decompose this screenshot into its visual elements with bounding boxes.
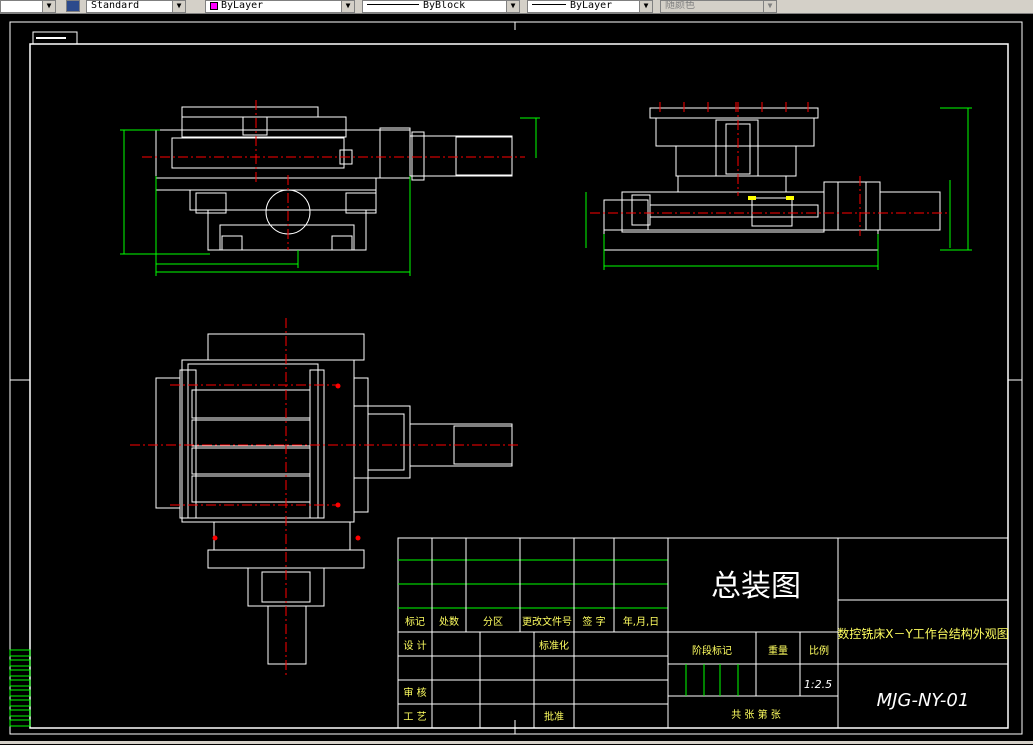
side-view [603,107,941,251]
header-label-sign: 签 字 [582,615,605,628]
color-value: ByLayer [221,0,264,11]
chevron-down-icon[interactable]: ▼ [763,1,776,12]
front-view-centerlines [142,100,525,250]
drawing-title: 总装图 [711,569,801,604]
lineweight-select[interactable]: ByLayer ▼ [527,0,653,13]
stage-mark-label: 阶段标记 [692,644,732,657]
lineweight-preview [532,3,566,5]
title-block [397,537,1009,729]
chevron-down-icon[interactable]: ▼ [639,1,652,12]
side-view-accents [590,102,950,236]
chevron-down-icon[interactable]: ▼ [341,1,354,12]
drawing-svg[interactable]: 总装图 数控铣床X－Y工作台结构外观图 MJG-NY-01 1:2.5 标记 处… [0,14,1033,741]
header-label-change: 更改文件号 [522,615,572,628]
scale-value: 1:2.5 [804,678,832,691]
side-legend-blocks [9,649,31,727]
chevron-down-icon[interactable]: ▼ [506,1,519,12]
header-label-zone: 分区 [483,616,503,628]
textstyle-value: Standard [91,0,140,11]
chevron-down-icon[interactable]: ▼ [42,1,55,12]
textstyle-icon[interactable] [66,0,80,12]
header-label-date: 年,月,日 [623,615,659,628]
sheets-label: 共 张 第 张 [731,708,781,721]
ratio-label: 比例 [809,644,829,657]
weight-label: 重量 [768,644,788,657]
linetype-preview [367,3,419,5]
top-view-holes [212,383,361,541]
drawing-number: MJG-NY-01 [877,690,970,711]
front-view [155,106,513,251]
process-label: 工 艺 [403,711,426,723]
plotstyle-value: 随颜色 [665,0,695,11]
linetype-value: ByBlock [423,0,466,11]
top-view [155,333,513,665]
standardize-label: 标准化 [539,639,569,652]
side-view-dimensions [585,107,972,270]
color-swatch [210,2,218,10]
approve-label: 批准 [544,710,564,723]
color-select[interactable]: ByLayer ▼ [205,0,355,13]
side-view-highlights [748,196,794,200]
header-label-mark: 标记 [405,616,425,628]
linetype-select[interactable]: ByBlock ▼ [362,0,520,13]
plotstyle-select[interactable]: 随颜色 ▼ [660,0,777,13]
drawing-canvas[interactable]: 总装图 数控铣床X－Y工作台结构外观图 MJG-NY-01 1:2.5 标记 处… [0,14,1033,741]
toolbar-arrow-left[interactable]: ▼ [0,0,56,13]
textstyle-select[interactable]: Standard ▼ [86,0,186,13]
design-label: 设 计 [403,639,426,652]
review-label: 审 核 [403,686,426,699]
properties-toolbar: ▼ Standard ▼ ByLayer ▼ ByBlock ▼ ByLayer… [0,0,1033,14]
lineweight-value: ByLayer [570,0,613,11]
status-bar [0,741,1033,744]
header-label-count: 处数 [439,615,459,628]
front-view-dimensions [120,117,540,276]
top-view-centerlines [130,318,520,676]
part-name: 数控铣床X－Y工作台结构外观图 [837,626,1009,641]
chevron-down-icon[interactable]: ▼ [172,1,185,12]
